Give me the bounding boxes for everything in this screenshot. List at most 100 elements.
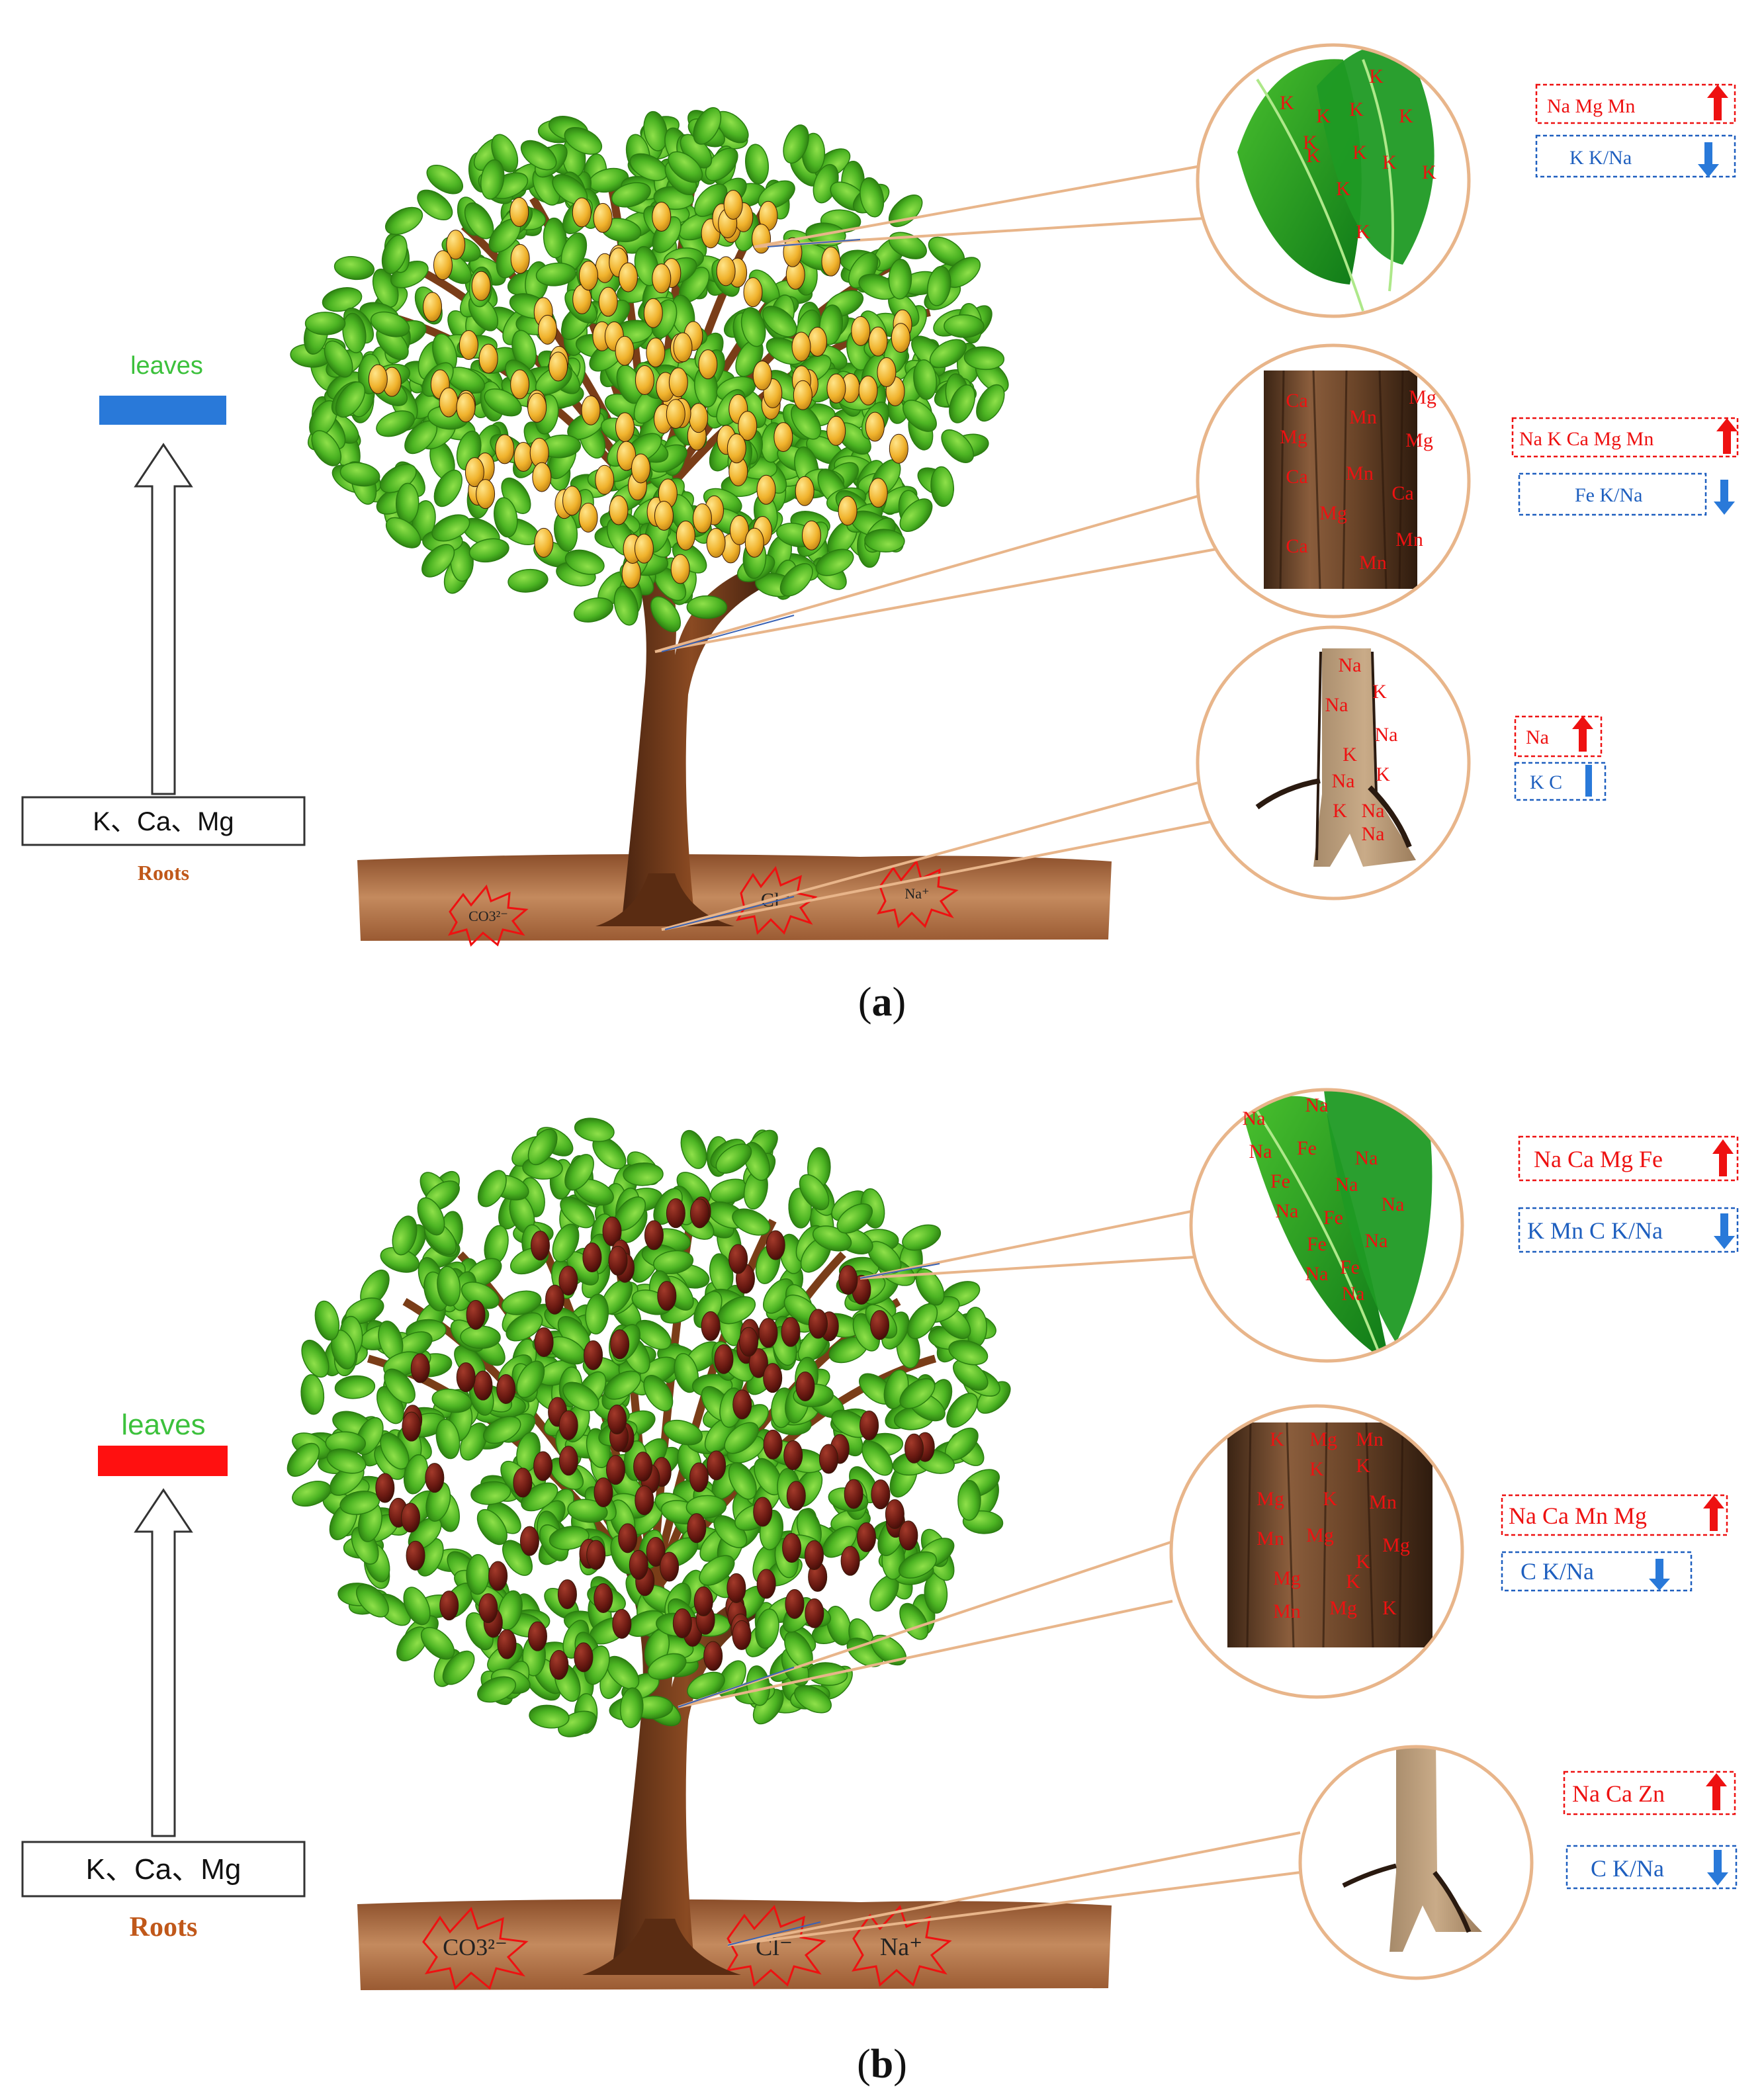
element-label: K — [1369, 66, 1384, 87]
leaf — [699, 1555, 735, 1586]
leaf-down-box-b — [1518, 1207, 1739, 1253]
fruit — [723, 189, 743, 220]
leaf — [668, 151, 703, 183]
element-label: Na — [1362, 823, 1385, 845]
roots-box-text-b: K、Ca、Mg — [86, 1853, 242, 1886]
leaf — [433, 469, 463, 507]
leaf — [963, 346, 1005, 371]
leaf — [304, 312, 346, 335]
leaf — [560, 1196, 595, 1229]
leaf — [326, 1448, 367, 1474]
fruit — [791, 331, 811, 362]
element-label: Mg — [1280, 426, 1307, 448]
leaf — [585, 1293, 609, 1334]
leaf — [421, 544, 455, 578]
element-label: Mn — [1359, 552, 1387, 574]
leaf — [762, 306, 797, 337]
svg-text:K Mn C K/Na: K Mn C K/Na — [1527, 1217, 1663, 1244]
leaf — [915, 1268, 945, 1306]
leaf — [287, 1442, 320, 1477]
fruit — [586, 1540, 606, 1570]
leaf-change-a: Na Mg Mn K K/Na — [1535, 83, 1736, 178]
down-arrow-icon — [1707, 1850, 1728, 1886]
leaves-indicator-a: leaves — [99, 352, 226, 425]
root-up-box-a — [1514, 715, 1603, 758]
svg-text:Na: Na — [1526, 726, 1549, 748]
leaf — [385, 206, 423, 236]
fruit — [689, 403, 709, 433]
fruit — [557, 1579, 577, 1610]
leaf — [860, 177, 885, 218]
leaf — [953, 1359, 989, 1391]
fruit — [572, 197, 592, 228]
leaf — [779, 563, 813, 597]
element-label: Mn — [1273, 1600, 1301, 1622]
element-label: Mg — [1257, 1488, 1284, 1510]
fruit — [610, 1329, 630, 1360]
fruit — [584, 1340, 603, 1370]
fruit — [488, 1561, 508, 1591]
leaf — [324, 340, 353, 378]
leaf — [292, 1481, 331, 1507]
stem-up-box-a — [1511, 417, 1739, 458]
fruit — [706, 528, 726, 558]
up-arrow-icon — [1712, 1139, 1734, 1176]
leaf — [619, 1687, 644, 1728]
fruit — [644, 1220, 664, 1250]
leaf — [705, 148, 738, 181]
fruit — [868, 478, 888, 508]
leaf — [783, 124, 809, 164]
leaf — [898, 1551, 937, 1579]
leaf — [680, 1129, 707, 1169]
fruit — [456, 1362, 476, 1393]
leaf — [437, 1266, 461, 1307]
leaf — [333, 256, 375, 281]
svg-text:Na K Ca Mg Mn: Na K Ca Mg Mn — [1519, 428, 1654, 450]
svg-text:Na⁺: Na⁺ — [904, 885, 929, 902]
fruit — [739, 1327, 759, 1357]
leaf — [653, 1250, 694, 1274]
fruit — [676, 520, 695, 550]
element-label: K — [1356, 221, 1370, 243]
leaf — [888, 259, 912, 300]
fruit — [562, 486, 582, 516]
fruit — [870, 1310, 890, 1340]
fruit — [844, 1479, 863, 1509]
leaf — [562, 1381, 599, 1411]
element-label: K — [1349, 99, 1364, 120]
element-label: Fe — [1297, 1137, 1317, 1159]
fruit — [752, 224, 772, 254]
element-label: Mn — [1369, 1491, 1397, 1513]
leaf — [903, 400, 937, 432]
leaf — [930, 466, 954, 507]
fruit — [727, 1573, 746, 1603]
fruit — [805, 1598, 824, 1628]
fruit — [826, 415, 846, 446]
element-label: Mg — [1309, 1428, 1337, 1450]
leaf — [506, 1312, 543, 1342]
leaf — [435, 1419, 461, 1460]
fruit — [558, 1266, 578, 1296]
roots-label-a: Roots — [138, 861, 189, 885]
fruit — [446, 230, 466, 260]
fruit — [891, 323, 910, 353]
fruit — [594, 1477, 613, 1508]
fruit — [840, 1546, 860, 1576]
fruit — [714, 1344, 734, 1374]
svg-text:Na Ca Mn Mg: Na Ca Mn Mg — [1509, 1503, 1647, 1529]
fruit — [402, 1411, 421, 1442]
leaf — [899, 498, 933, 532]
fruit — [510, 369, 530, 400]
element-label: K — [1382, 1597, 1397, 1619]
stem-down-box-b — [1501, 1551, 1693, 1592]
fruit — [804, 1540, 824, 1571]
fruit — [629, 1550, 648, 1580]
stem-up-box-b — [1501, 1494, 1728, 1536]
soil-ion-na-b: Na⁺ — [851, 1905, 952, 1987]
fruit — [795, 1371, 815, 1401]
leaf — [791, 404, 822, 440]
leaf — [301, 1339, 330, 1378]
fruit — [729, 515, 749, 545]
element-label: Fe — [1270, 1170, 1290, 1192]
